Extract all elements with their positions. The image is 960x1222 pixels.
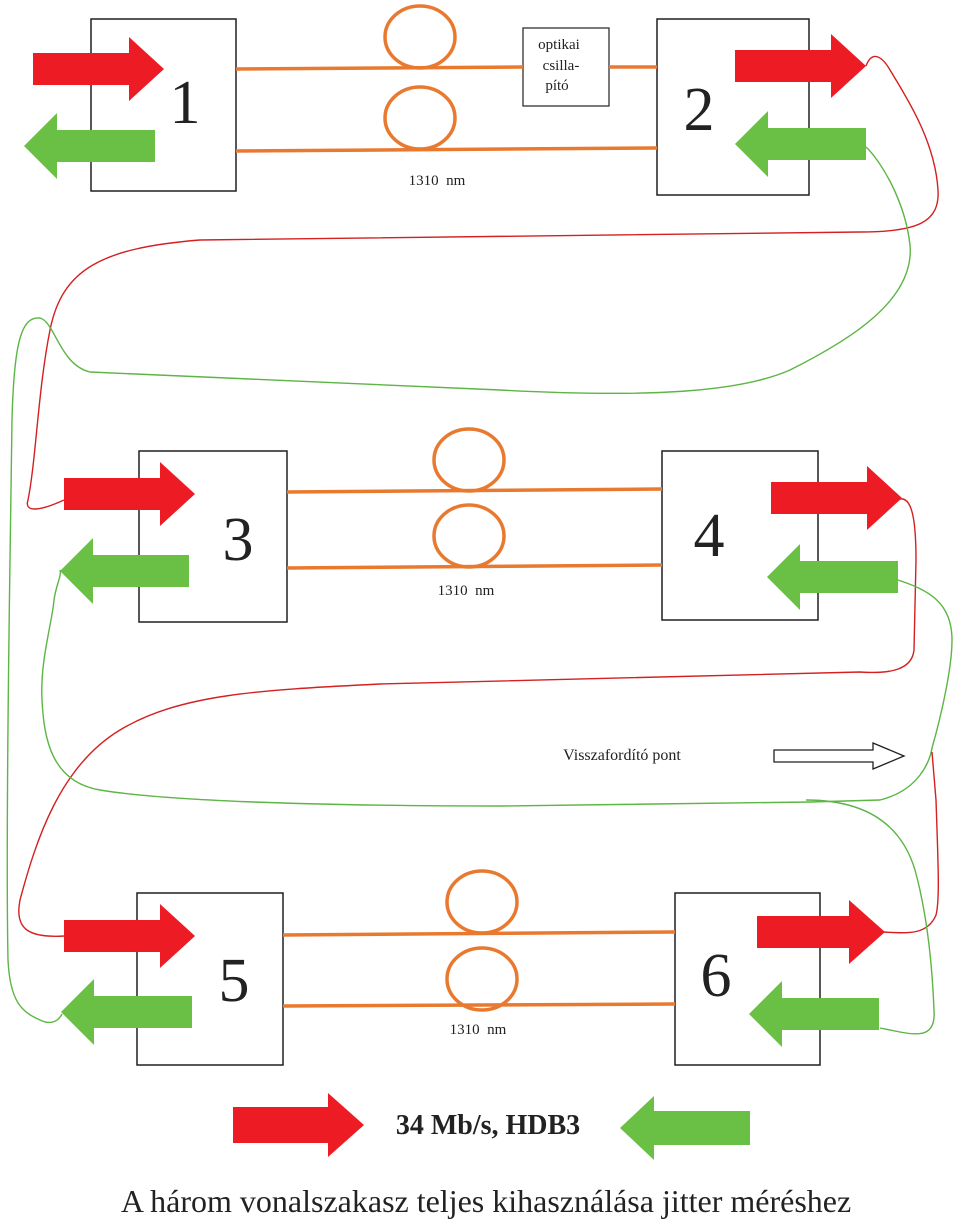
red-arrow-3-icon — [64, 462, 195, 526]
node-box-5 — [136, 892, 284, 1066]
red-wire-6-turnaround — [883, 751, 939, 934]
green-arrow-4-icon — [767, 544, 898, 610]
red-arrow-4-icon — [771, 466, 902, 530]
node-label-4: 4 — [694, 502, 725, 570]
fiber-coil-1-2-bottom — [383, 85, 457, 151]
fiber-coil-5-6-bottom — [445, 946, 519, 1012]
node-label-5: 5 — [219, 947, 250, 1015]
red-arrow-5-icon — [64, 904, 195, 968]
green-arrow-2-icon — [735, 111, 866, 177]
fiber-line-1-2-top-a — [235, 65, 524, 71]
green-arrow-5-icon — [61, 979, 192, 1045]
green-arrow-1-icon — [24, 113, 155, 179]
legend-label: 34 Mb/s, HDB3 — [396, 1110, 580, 1141]
node-label-1: 1 — [170, 69, 201, 137]
green-wire-2-to-3 — [6, 146, 911, 1024]
node-box-1 — [90, 18, 237, 192]
wavelength-label-5-6: 1310 nm — [450, 1022, 507, 1038]
legend-green-arrow-icon — [620, 1096, 750, 1160]
red-arrow-6-icon — [757, 900, 885, 964]
node-label-3: 3 — [223, 506, 254, 574]
wavelength-label-1-2: 1310 nm — [409, 173, 466, 189]
node-box-2 — [656, 18, 810, 196]
caption: A három vonalszakasz teljes kihasználása… — [121, 1183, 851, 1219]
green-arrow-6-icon — [749, 981, 879, 1047]
turnaround-label: Visszafordító pont — [563, 747, 681, 764]
fiber-coil-5-6-top — [445, 869, 519, 935]
attenuator-label-line2: csilla- — [543, 58, 580, 74]
fiber-coil-3-4-top — [432, 427, 506, 493]
red-wire-2-to-3 — [26, 55, 939, 510]
fiber-line-5-6-bottom — [282, 1002, 676, 1008]
node-label-2: 2 — [684, 76, 715, 144]
wavelength-label-3-4: 1310 nm — [438, 583, 495, 599]
fiber-coil-3-4-bottom — [432, 503, 506, 569]
red-arrow-2-icon — [735, 34, 866, 98]
fiber-coil-1-2-top — [383, 4, 457, 70]
green-wire-6-turnaround — [805, 799, 935, 1035]
attenuator-box — [522, 27, 610, 107]
red-arrow-1-icon — [33, 37, 164, 101]
attenuator-label-line1: optikai — [538, 37, 580, 53]
green-arrow-3-icon — [60, 538, 189, 604]
fiber-line-1-2-bottom — [235, 146, 658, 153]
turnaround-arrow-icon — [773, 742, 906, 770]
green-wire-4-to-5 — [41, 569, 953, 807]
node-label-6: 6 — [701, 942, 732, 1010]
red-wire-4-to-5 — [18, 498, 917, 937]
attenuator-label-line3: pító — [545, 78, 568, 94]
legend-red-arrow-icon — [233, 1093, 364, 1157]
